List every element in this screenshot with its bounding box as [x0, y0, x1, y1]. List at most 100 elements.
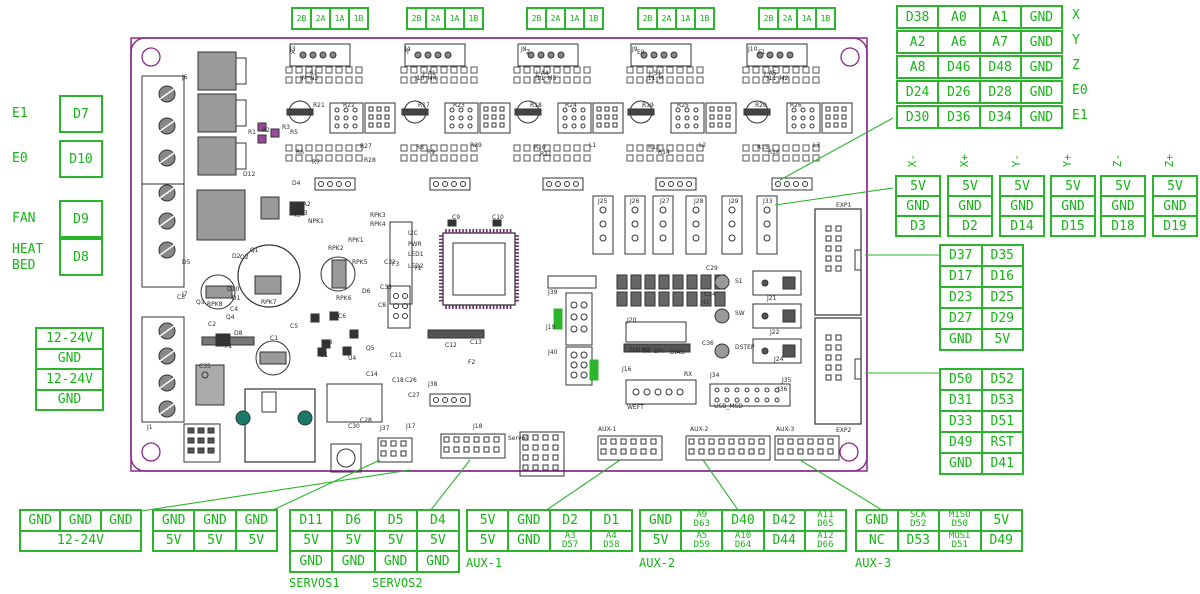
- header-aux2-pin-0-1: [698, 438, 705, 445]
- driver-pin-3-1-5: [676, 76, 684, 84]
- exp2-cell: D50: [940, 369, 982, 390]
- header-aux1-pin-1-0: [522, 444, 529, 451]
- axis-label-e0: E0: [1072, 83, 1088, 98]
- motor-pin-1-3: [444, 51, 452, 59]
- silk-label-67: R3: [282, 124, 290, 131]
- silk-label-5: USB_MSD: [714, 403, 743, 410]
- therm-header-2: [752, 338, 802, 364]
- driver-lpin-4-1-1: [752, 154, 760, 162]
- driver-lpin-3-0-2: [646, 144, 654, 152]
- header-aux-i-pin-1-4: [640, 448, 647, 455]
- smd-misc-0: [257, 122, 267, 132]
- msb-pin-4-2-2: [841, 122, 847, 128]
- weft-pin-3: [665, 388, 673, 396]
- silk-label-104: TX: [642, 348, 650, 355]
- screw-m-slot-2: [159, 244, 175, 256]
- silk-label-89: R27: [360, 143, 372, 150]
- aux1-cell: D2: [549, 510, 591, 531]
- header-aux-i-pin-0-3: [630, 438, 637, 445]
- motor-pin-2-3: [557, 51, 565, 59]
- silk-label-82: R20: [755, 102, 767, 109]
- callout-aux2: [702, 459, 739, 511]
- motor-pin-label: 1A: [797, 8, 816, 29]
- weft-pin-0: [632, 388, 640, 396]
- motor-pin-4-0: [756, 51, 764, 59]
- header-aux2-pin-1-5: [738, 448, 745, 455]
- endstop-pin-4-2: [728, 234, 736, 242]
- driver-lpin-3-1-0: [626, 154, 634, 162]
- motor-pin-2-0: [527, 51, 535, 59]
- msb-pin-3-1-0: [709, 114, 715, 120]
- smd-row2-2: [644, 291, 656, 307]
- msb-pin-1-1-0: [483, 114, 489, 120]
- jx-pin-0-3: [345, 181, 351, 187]
- exp2-cell: D31: [940, 390, 982, 411]
- header-aux3-pin-1-1: [787, 448, 794, 455]
- stepper-pin-cell: D24: [897, 81, 939, 103]
- header-aux3-pin-1-4: [817, 448, 824, 455]
- silk-label-108: LED1: [408, 251, 424, 258]
- motor-pin-1-1: [424, 51, 432, 59]
- silk-label-80: R18: [530, 102, 542, 109]
- silk-label-50: C35: [199, 363, 211, 370]
- silk-connector-22: J34: [710, 372, 720, 379]
- driver-lpin-4-0-0: [742, 144, 750, 152]
- exp2-pin-3-1: [835, 364, 842, 371]
- usb-msd-pin-a-1: [724, 387, 730, 393]
- exp1-cell: 5V: [981, 329, 1023, 350]
- driver-pin-2-1-7: [583, 76, 591, 84]
- driver-lpin-1-0-1: [410, 144, 418, 152]
- silk-label-84: R22: [343, 102, 355, 109]
- driver-pin-3-1-7: [696, 76, 704, 84]
- silk-label-48: C32: [384, 259, 396, 266]
- endstop-socket-4: [721, 195, 743, 255]
- driver-lpin-0-1-0: [285, 154, 293, 162]
- stepper-pin-cell: A2: [897, 31, 939, 53]
- msb-pin-4-0-2: [841, 106, 847, 112]
- power-cell: 12-24V: [36, 369, 103, 390]
- header-aux-i-pin-0-5: [650, 438, 657, 445]
- power-cell: 12-24V: [36, 328, 103, 349]
- driver-lpin-0-0-7: [355, 144, 363, 152]
- header-j5-servos-pin-1-5: [493, 446, 500, 453]
- silk-label-58: D2: [232, 253, 241, 260]
- motor-pin-label: 2A: [426, 8, 445, 29]
- screw-l-slot-1: [159, 350, 175, 362]
- endstop-pin-2-2: [659, 234, 667, 242]
- exp2-connector: [814, 317, 862, 425]
- mosfet-tab-1: [235, 99, 247, 127]
- driver-lpin-3-1-3: [656, 154, 664, 162]
- header-aux3-pin-0-4: [817, 438, 824, 445]
- output-pin-heat-bed: D8: [59, 238, 103, 276]
- spi-header: [387, 285, 411, 329]
- driver-lpin-2-1-7: [583, 154, 591, 162]
- servo-cell: D4: [416, 510, 459, 531]
- msb-pin-2-0-0: [596, 106, 602, 112]
- mcu-cap-a: [447, 219, 457, 227]
- motor-pin-3-2: [660, 51, 668, 59]
- bottom-5v-cell: 5V: [194, 530, 236, 551]
- motor-pin-label: 2A: [546, 8, 565, 29]
- msb-pin-0-1-1: [376, 114, 382, 120]
- ms-pin-3-1-0: [675, 115, 681, 121]
- silk-label-2: AUX-1: [598, 426, 617, 433]
- j39-pin-0-0: [570, 301, 578, 309]
- silk-label-20: RPK5: [352, 259, 368, 266]
- driver-lpin-0-0-6: [345, 144, 353, 152]
- endstop-pin-2-0: [659, 206, 667, 214]
- jx-pin-1-0: [433, 181, 439, 187]
- usb-mount-left: [235, 410, 251, 426]
- mosfet-tab-2: [235, 142, 247, 170]
- silk-label-54: Y1: [414, 265, 422, 272]
- j39-pin-2-1: [580, 325, 588, 333]
- silk-label-70: R7: [312, 159, 320, 166]
- j18-header: [429, 393, 471, 407]
- jumper-b-2: [592, 102, 624, 134]
- ms-pin-0-0-0: [334, 107, 340, 113]
- driver-pin-2-0-1: [523, 66, 531, 74]
- therm-pin-a-2: [761, 347, 769, 355]
- exp2-pin-0-0: [825, 334, 832, 341]
